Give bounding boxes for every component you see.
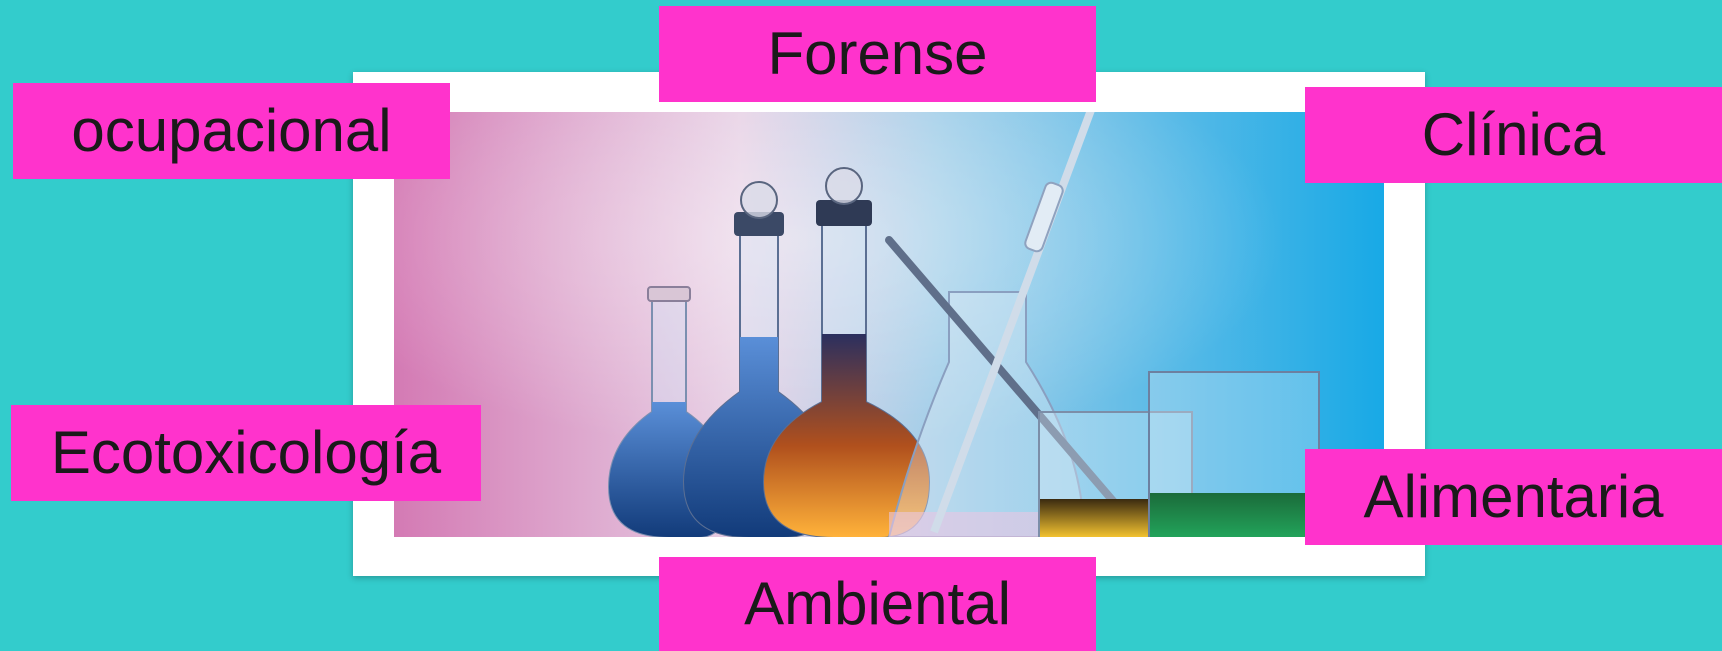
label-forense-text: Forense xyxy=(767,20,988,87)
label-ecotoxicologia-text: Ecotoxicología xyxy=(50,419,442,486)
label-forense: Forense xyxy=(659,6,1096,102)
label-ambiental: Ambiental xyxy=(659,557,1096,651)
label-ecotoxicologia: Ecotoxicología xyxy=(11,405,481,501)
label-clinica: Clínica xyxy=(1305,87,1722,183)
label-alimentaria-text: Alimentaria xyxy=(1363,463,1664,530)
label-ocupacional: ocupacional xyxy=(13,83,450,179)
label-alimentaria: Alimentaria xyxy=(1305,449,1722,545)
label-clinica-text: Clínica xyxy=(1421,101,1606,168)
label-ambiental-text: Ambiental xyxy=(744,570,1011,637)
label-ocupacional-text: ocupacional xyxy=(71,97,392,164)
lab-glassware-photo xyxy=(394,112,1384,537)
